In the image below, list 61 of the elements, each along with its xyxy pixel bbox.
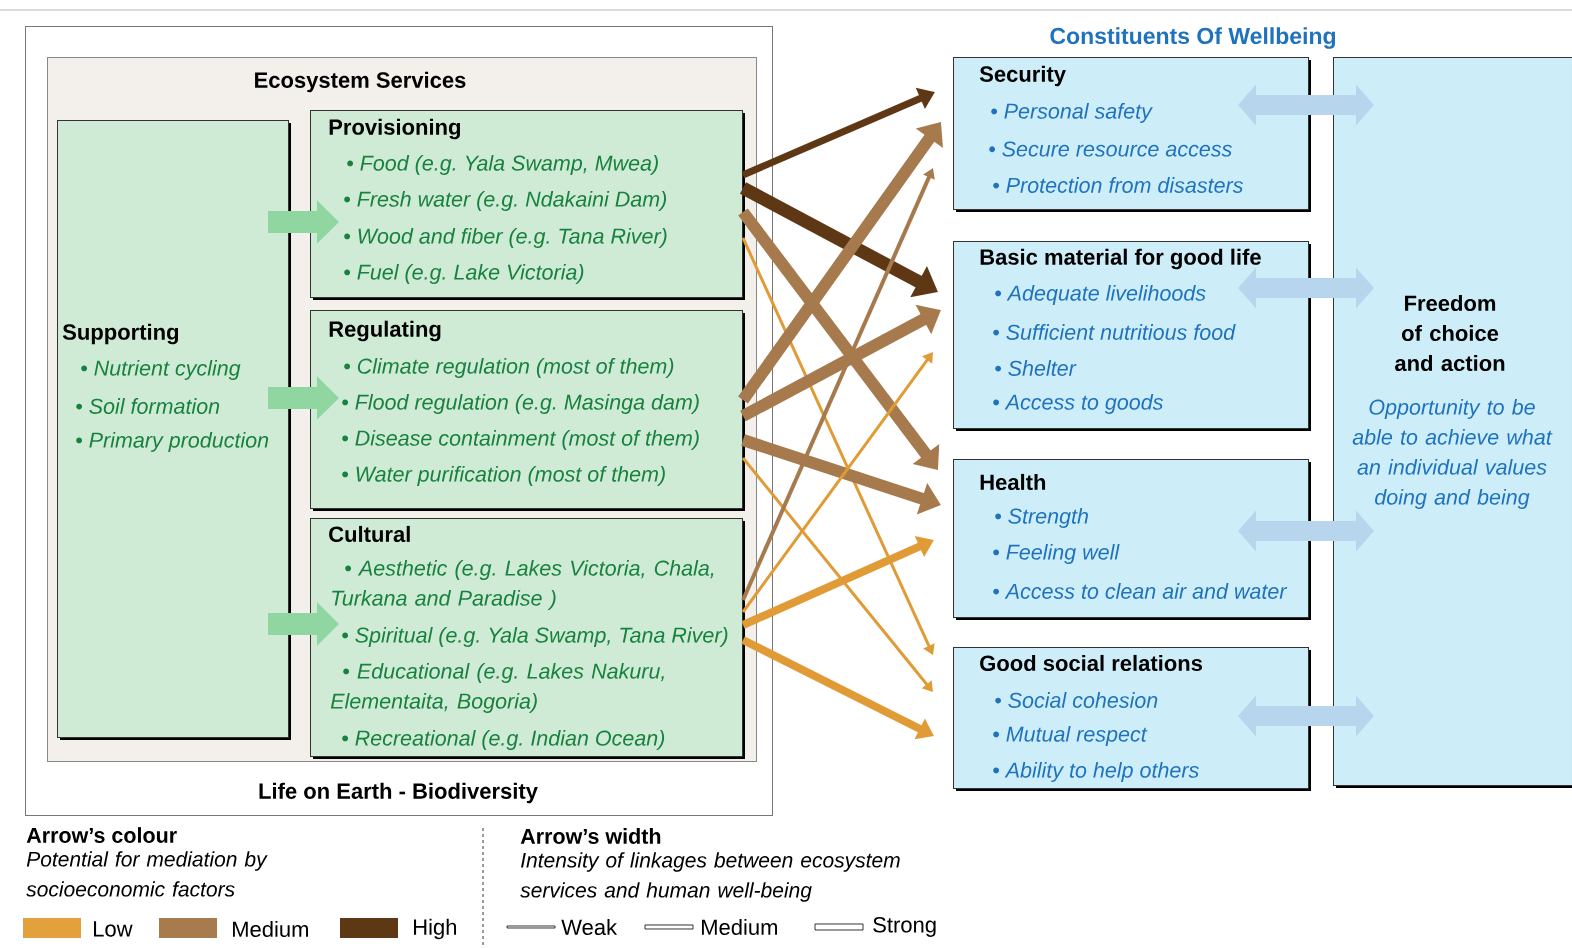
list-item: • Ability to help others [993, 762, 1199, 782]
arrow [738, 122, 943, 404]
list-item: • Personal safety [991, 103, 1153, 123]
list-item: • Flood regulation (e.g. Masinga dam) [342, 394, 699, 414]
list-item: • Social cohesion [995, 692, 1158, 708]
legend-label: High [414, 918, 456, 940]
legend-description: Potential for mediation by socioeconomic factors [26, 851, 268, 897]
arrow [1238, 510, 1374, 552]
legend-heading: Arrow’s colour [26, 827, 177, 843]
legend-label: Medium [702, 918, 777, 936]
list-item: • Fuel (e.g. Lake Victoria) [344, 264, 584, 284]
list-item: • Wood and fiber (e.g. Tana River) [344, 228, 667, 248]
list-item: • Food (e.g. Yala Swamp, Mwea) [347, 155, 658, 175]
list-item: • Access to clean air and water [993, 583, 1288, 599]
list-item: • Feeling well [993, 544, 1120, 564]
list-item: • Disease containment (most of them) [342, 430, 699, 450]
legend-label: Medium [233, 920, 308, 938]
arrow [738, 208, 940, 470]
list-item: • Climate regulation (most of them) [344, 358, 674, 378]
legend-label: Low [94, 921, 133, 937]
arrow [1238, 84, 1374, 126]
list-item: • Shelter [995, 360, 1077, 376]
list-item: • Mutual respect [993, 726, 1148, 746]
arrow [741, 237, 935, 655]
list-item: • Adequate livelihoods [995, 285, 1206, 305]
arrow [1238, 695, 1374, 737]
box-heading: Security [979, 65, 1066, 87]
box-heading: Basic material for good life [980, 248, 1261, 270]
list-item: • Access to goods [993, 394, 1163, 414]
box-heading: Supporting [62, 323, 179, 345]
diagram-title: Constituents Of Wellbeing [1050, 27, 1336, 49]
list-item: • Secure resource access [989, 141, 1232, 157]
box-heading: Cultural [329, 525, 410, 543]
list-item: • Nutrient cycling [81, 360, 241, 380]
legend-description: Intensity of linkages between ecosystem services and human well-being [520, 852, 900, 902]
box-heading: Good social relations [980, 654, 1203, 672]
legend-label: Weak [561, 918, 618, 936]
list-item: • Aesthetic (e.g. Lakes Victoria, Chala, Turkana and Paradise ) [332, 560, 714, 610]
box-heading: Freedom of choice and action [1395, 294, 1505, 372]
arrow [741, 457, 933, 692]
legend-label: Strong [873, 917, 936, 937]
list-item: • Spiritual (e.g. Yala Swamp, Tana River) [342, 627, 728, 647]
list-item: • Fresh water (e.g. Ndakaini Dam) [344, 191, 667, 211]
list-item: • Water purification (most of them) [342, 466, 665, 486]
list-item: • Primary production [76, 432, 269, 452]
arrow [1238, 267, 1374, 309]
box-heading: Health [980, 473, 1046, 491]
list-item: • Soil formation [76, 398, 220, 414]
legend-heading: Arrow’s width [520, 828, 661, 844]
box-heading: Ecosystem Services [255, 71, 466, 93]
box-heading: Life on Earth - Biodiversity [259, 782, 538, 804]
arrow [741, 168, 935, 601]
list-item: • Educational (e.g. Lakes Nakuru, Elementaita, Bogoria) [330, 663, 664, 713]
list-item: • Protection from disasters [993, 177, 1243, 193]
list-item: Opportunity to be able to achieve what an individual values doing and being [1352, 399, 1553, 509]
list-item: • Strength [995, 508, 1088, 528]
box-heading: Provisioning [329, 118, 460, 140]
box-heading: Regulating [329, 320, 441, 342]
list-item: • Recreational (e.g. Indian Ocean) [342, 730, 665, 750]
list-item: • Sufficient nutritious food [993, 324, 1236, 340]
arrow [741, 352, 933, 613]
